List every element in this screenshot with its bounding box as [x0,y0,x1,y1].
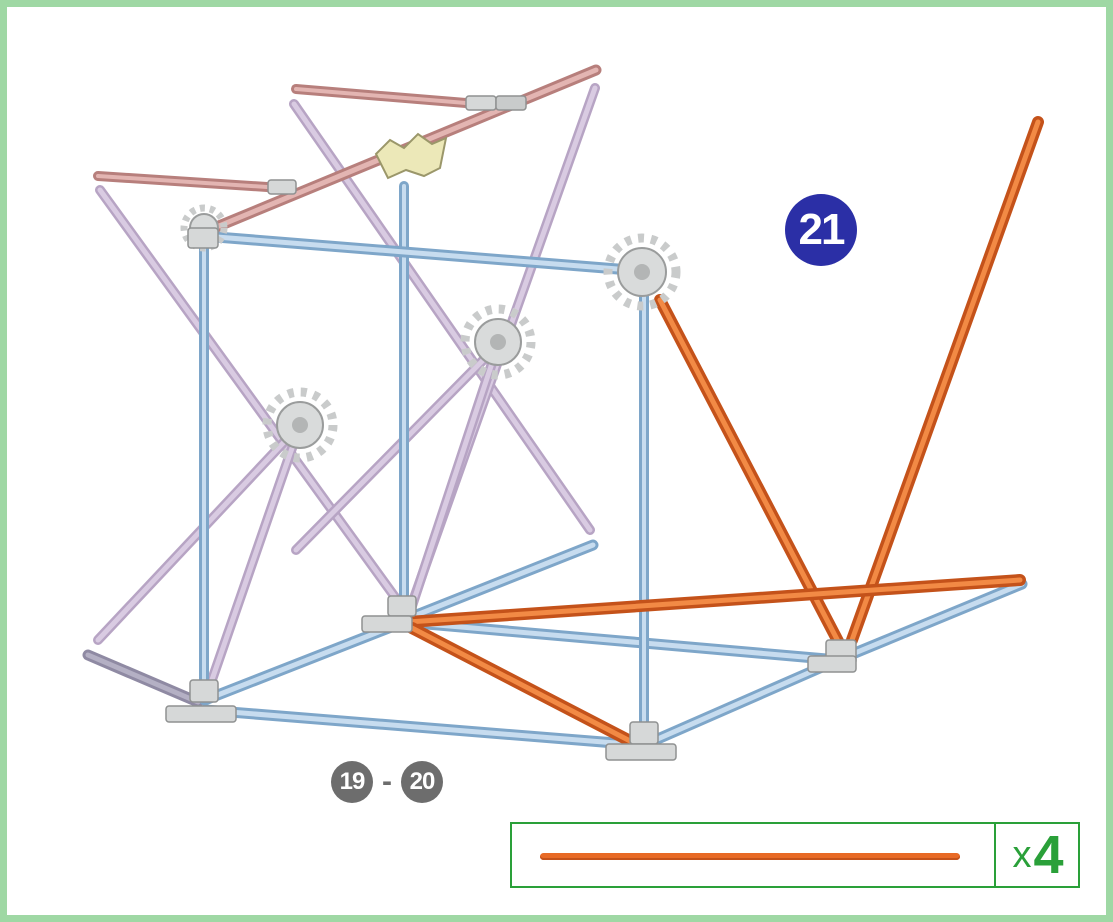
blue-rods [198,181,1028,751]
ref-step-badge-to: 20 [401,761,443,803]
star-connector [603,233,681,311]
small-connector [807,655,857,673]
orange-rod [849,119,1041,643]
blue-rod [202,619,407,703]
small-connector [165,705,237,723]
small-connector [465,95,497,111]
quantity-value: 4 [1033,825,1064,885]
orange-rod [657,297,843,648]
orange-rod [409,625,635,745]
purple-rod [293,342,501,553]
blue-rod [202,707,643,748]
purple-rod [407,342,501,615]
step-number-badge: 21 [785,194,857,266]
blue-rod [401,542,596,623]
ref-step-to: 20 [409,768,436,795]
small-connector [605,743,677,761]
ref-step-from: 19 [339,768,366,795]
star-connectors [180,204,681,463]
quantity-prefix: x [1012,833,1032,876]
blue-rod [641,657,841,748]
small-connector [187,227,219,249]
small-connector [361,615,413,633]
star-connector [460,304,536,380]
small-connectors [165,95,857,761]
small-connector [189,679,219,703]
orange-rod [405,577,1023,625]
parts-divider [994,824,996,886]
pink-rod [96,174,284,190]
blue-rod [401,619,841,663]
purple-rod [202,422,303,703]
star-connector [262,387,338,463]
blue-rod [201,233,633,273]
purple-rod [291,101,593,533]
orange-rods [402,116,1044,748]
previous-steps-reference: 19 - 20 [331,761,443,803]
small-connector [387,595,417,617]
yellow-connector [374,132,448,180]
ref-step-badge-from: 19 [331,761,373,803]
step-number: 21 [798,205,846,254]
pink-rod [294,87,480,106]
purple-rod [97,187,411,618]
small-connector [267,179,297,195]
purple-rods-front [405,340,503,617]
small-connector [629,721,659,745]
small-connector [495,95,527,111]
pink-rods [93,64,602,234]
blue-rod [835,581,1025,663]
orange-rod-part [540,853,960,860]
purple-rod [85,652,201,705]
ref-step-separator: - [382,765,392,798]
